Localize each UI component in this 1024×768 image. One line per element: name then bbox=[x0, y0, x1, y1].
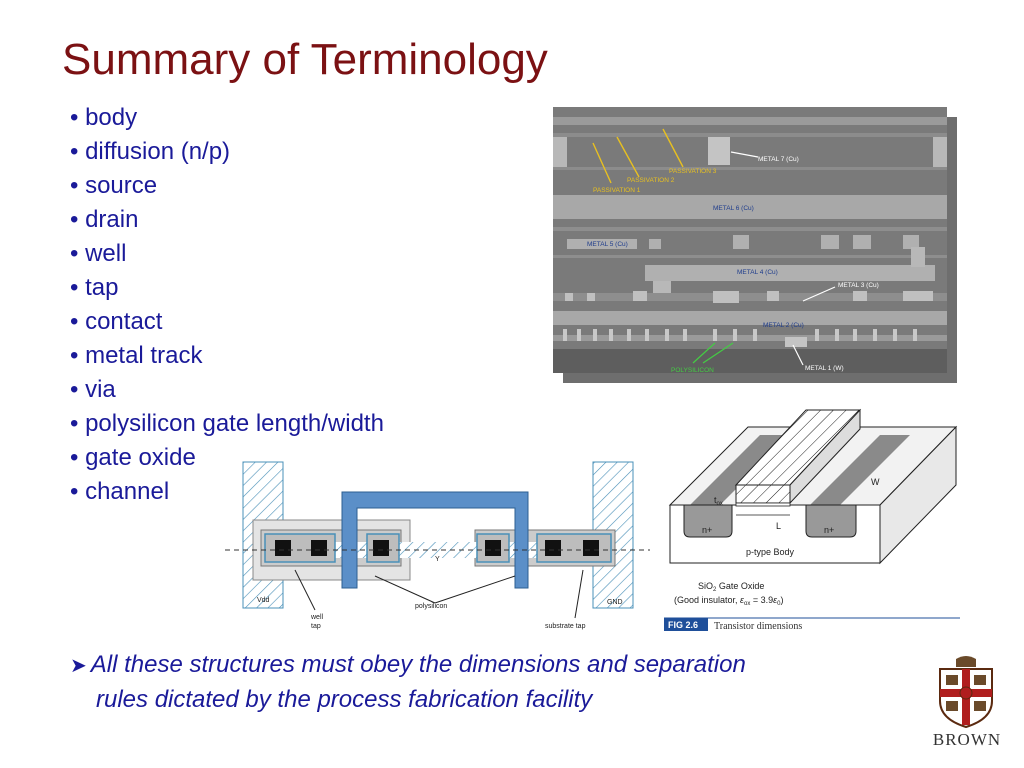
list-item: body bbox=[70, 101, 384, 135]
svg-text:SiO2 Gate Oxide: SiO2 Gate Oxide bbox=[698, 581, 764, 593]
sem-label-passivation1: PASSIVATION 1 bbox=[593, 187, 641, 194]
y-label: Y bbox=[435, 556, 440, 563]
oxide-note-a: (Good insulator, bbox=[674, 595, 740, 605]
sem-label-passivation3: PASSIVATION 3 bbox=[669, 168, 717, 175]
tox-label: t bbox=[714, 495, 717, 505]
list-item: drain bbox=[70, 203, 384, 237]
sem-label-metal7: METAL 7 (Cu) bbox=[758, 156, 799, 163]
list-item: gate oxide bbox=[70, 441, 384, 475]
epsilon-sub-ox: ox bbox=[744, 601, 750, 607]
oxide-note-c: ) bbox=[780, 595, 783, 605]
fig-tag: FIG 2.6 bbox=[668, 620, 698, 630]
slide-title: Summary of Terminology bbox=[62, 35, 548, 84]
w-label: W bbox=[871, 477, 880, 487]
polysilicon-label: polysilicon bbox=[415, 603, 447, 610]
svg-text:tox: tox bbox=[714, 495, 723, 507]
note-line-1: All these structures must obey the dimen… bbox=[90, 651, 746, 678]
sem-label-metal4: METAL 4 (Cu) bbox=[737, 269, 778, 276]
oxide-label-b: Gate Oxide bbox=[716, 581, 764, 591]
list-item: via bbox=[70, 373, 384, 407]
epsilon-symbol: ε bbox=[740, 595, 745, 605]
list-item: contact bbox=[70, 305, 384, 339]
epsilon-sub-0: 0 bbox=[777, 601, 781, 607]
sem-label-metal6: METAL 6 (Cu) bbox=[713, 205, 754, 212]
list-item: source bbox=[70, 169, 384, 203]
epsilon-zero-symbol: ε bbox=[773, 595, 778, 605]
list-item: channel bbox=[70, 475, 384, 509]
arrow-bullet-icon: ➤ bbox=[70, 655, 87, 677]
vdd-label: Vdd bbox=[257, 597, 270, 604]
oxide-label-a: SiO bbox=[698, 581, 713, 591]
sem-label-metal2: METAL 2 (Cu) bbox=[763, 322, 804, 329]
brown-shield-logo-icon bbox=[939, 656, 993, 729]
gnd-label: GND bbox=[607, 599, 623, 606]
fabrication-note: ➤All these structures must obey the dime… bbox=[70, 648, 746, 717]
list-item: polysilicon gate length/width bbox=[70, 407, 384, 441]
list-item: metal track bbox=[70, 339, 384, 373]
terminology-list: body diffusion (n/p) source drain well t… bbox=[70, 101, 384, 509]
list-item: diffusion (n/p) bbox=[70, 135, 384, 169]
transistor-dimensions-diagram: W L tox n+ n+ p-type Body SiO2 Gate Oxid… bbox=[664, 408, 960, 632]
sem-label-metal5: METAL 5 (Cu) bbox=[587, 241, 628, 248]
sem-label-metal1: METAL 1 (W) bbox=[805, 365, 844, 372]
n-plus-left: n+ bbox=[702, 525, 712, 535]
sem-label-polysilicon: POLYSILICON bbox=[671, 367, 714, 374]
brown-wordmark: BROWN bbox=[932, 730, 1002, 749]
well-tap-label-line2: tap bbox=[311, 623, 321, 630]
svg-text:(Good insulator, εox = 3.9ε0): (Good insulator, εox = 3.9ε0) bbox=[674, 595, 783, 607]
substrate-tap-label: substrate tap bbox=[545, 623, 586, 630]
tox-sub: ox bbox=[717, 501, 723, 507]
list-item: tap bbox=[70, 271, 384, 305]
sem-cross-section-image: METAL 7 (Cu) PASSIVATION 3 PASSIVATION 2… bbox=[553, 107, 957, 383]
sem-label-metal3: METAL 3 (Cu) bbox=[838, 282, 879, 289]
p-body-label: p-type Body bbox=[746, 547, 795, 557]
n-plus-right: n+ bbox=[824, 525, 834, 535]
fig-caption: Transistor dimensions bbox=[714, 621, 802, 632]
inverter-layout-diagram: Vdd GND Y well tap polysilicon substrate… bbox=[225, 461, 650, 630]
l-label: L bbox=[776, 521, 781, 531]
list-item: well bbox=[70, 237, 384, 271]
sem-label-passivation2: PASSIVATION 2 bbox=[627, 177, 675, 184]
oxide-label-sub: 2 bbox=[713, 587, 717, 593]
note-line-2: rules dictated by the process fabricatio… bbox=[96, 686, 593, 713]
well-tap-label-line1: well bbox=[310, 614, 324, 621]
oxide-note-b: = 3.9 bbox=[750, 595, 773, 605]
